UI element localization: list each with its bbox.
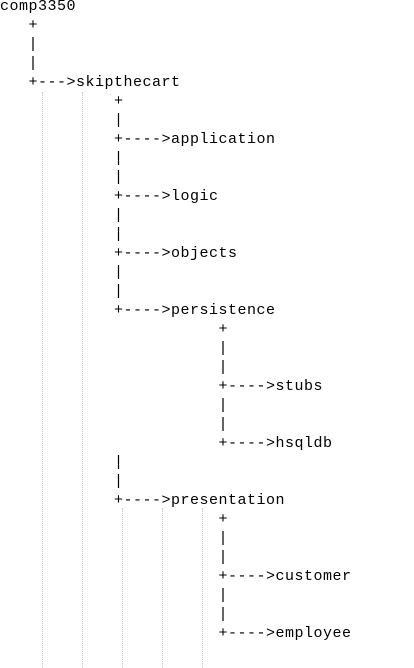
indent-guide-line — [122, 508, 123, 668]
tree-line: +---->hsqldb — [0, 435, 333, 452]
tree-line: | — [0, 150, 124, 167]
tree-line: | — [0, 606, 229, 623]
tree-line: + — [0, 17, 39, 34]
tree-line: + — [0, 93, 124, 110]
indent-guide-line — [202, 508, 203, 668]
tree-line: +---->logic — [0, 188, 219, 205]
tree-line: +---->customer — [0, 568, 352, 585]
tree-line: | — [0, 340, 229, 357]
tree-line: | — [0, 359, 229, 376]
tree-line: +---->stubs — [0, 378, 324, 395]
indent-guide-line — [162, 508, 163, 668]
tree-line: | — [0, 226, 124, 243]
tree-line: | — [0, 169, 124, 186]
tree-line: comp3350 — [0, 0, 77, 15]
tree-line: +--->skipthecart — [0, 74, 181, 91]
tree-line: | — [0, 530, 229, 547]
indent-guide-line — [82, 92, 83, 668]
tree-line: | — [0, 587, 229, 604]
tree-line: + — [0, 321, 229, 338]
tree-line: | — [0, 207, 124, 224]
tree-line: +---->presentation — [0, 492, 286, 509]
tree-line: | — [0, 112, 124, 129]
tree-line: +---->objects — [0, 245, 238, 262]
tree-line: | — [0, 283, 124, 300]
tree-line: +---->application — [0, 131, 276, 148]
tree-line: + — [0, 511, 229, 528]
tree-line: | — [0, 36, 39, 53]
tree-line: | — [0, 549, 229, 566]
tree-line: | — [0, 416, 229, 433]
tree-line: | — [0, 264, 124, 281]
tree-line: | — [0, 55, 39, 72]
tree-line: +---->persistence — [0, 302, 276, 319]
indent-guide-line — [42, 92, 43, 668]
tree-line: +---->employee — [0, 625, 352, 642]
tree-text: comp3350 + | | +--->skipthecart + | +---… — [0, 0, 352, 642]
tree-line: | — [0, 397, 229, 414]
tree-line: | — [0, 473, 124, 490]
tree-line: | — [0, 454, 124, 471]
